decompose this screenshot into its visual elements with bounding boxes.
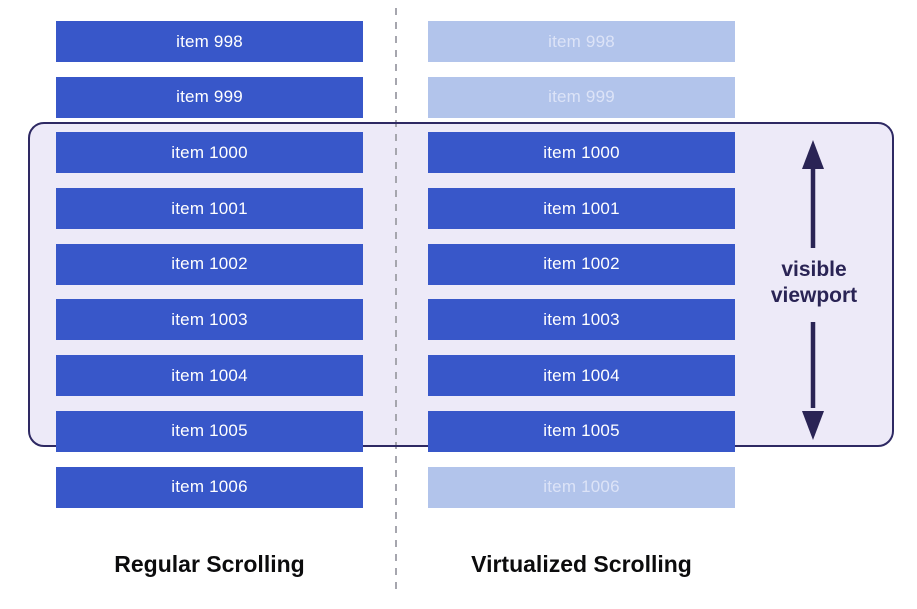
item-label: item 1000 [543,142,620,162]
right-item-999: item 999 [428,76,735,118]
caption-regular-scrolling: Regular Scrolling [114,551,305,577]
left-item-1004: item 1004 [56,355,363,397]
item-label: item 1000 [171,142,248,162]
item-label: item 1004 [543,365,620,385]
item-label: item 998 [176,31,243,51]
caption-virtualized-scrolling: Virtualized Scrolling [471,551,692,577]
item-label: item 1003 [543,309,620,329]
item-label: item 1003 [171,309,248,329]
viewport-extent-arrow-icon [802,140,824,440]
left-item-1006: item 1006 [56,466,363,508]
arrow-up-head [802,140,824,169]
left-item-1002: item 1002 [56,243,363,285]
right-item-1000: item 1000 [428,132,735,174]
item-label: item 1002 [543,254,620,274]
item-label: item 1006 [543,477,620,496]
left-item-1003: item 1003 [56,299,363,341]
right-item-1002: item 1002 [428,243,735,285]
item-label: item 1001 [543,198,620,218]
item-label: item 999 [548,87,615,107]
item-label: item 1006 [171,477,248,496]
item-label: item 998 [548,31,615,51]
item-label: item 999 [176,87,243,107]
left-item-1000: item 1000 [56,132,363,174]
visible-viewport-label-line2: viewport [770,284,858,307]
virtualized-scrolling-list: item 998 item 999 item 1000 item 1001 item 1… [428,21,735,508]
right-item-1001: item 1001 [428,188,735,230]
right-item-1006: item 1006 [428,466,735,508]
item-label: item 1001 [171,198,248,218]
item-label: item 1005 [171,421,248,441]
regular-scrolling-list: item 998 item 999 item 1000 item 1001 item 1… [56,21,363,508]
right-item-1003: item 1003 [428,299,735,341]
left-item-999: item 999 [56,76,363,118]
left-item-998: item 998 [56,21,363,62]
left-item-1001: item 1001 [56,188,363,230]
column-divider-dashed-line [395,8,397,590]
left-item-1005: item 1005 [56,410,363,452]
visible-viewport-label: visible viewport [744,257,884,309]
item-label: item 1005 [543,421,620,441]
arrow-down-head [802,411,824,440]
right-item-1005: item 1005 [428,410,735,452]
item-label: item 1002 [171,254,248,274]
visible-viewport-label-line1: visible [781,258,847,281]
right-item-1004: item 1004 [428,355,735,397]
right-item-998: item 998 [428,21,735,62]
item-label: item 1004 [171,365,248,385]
